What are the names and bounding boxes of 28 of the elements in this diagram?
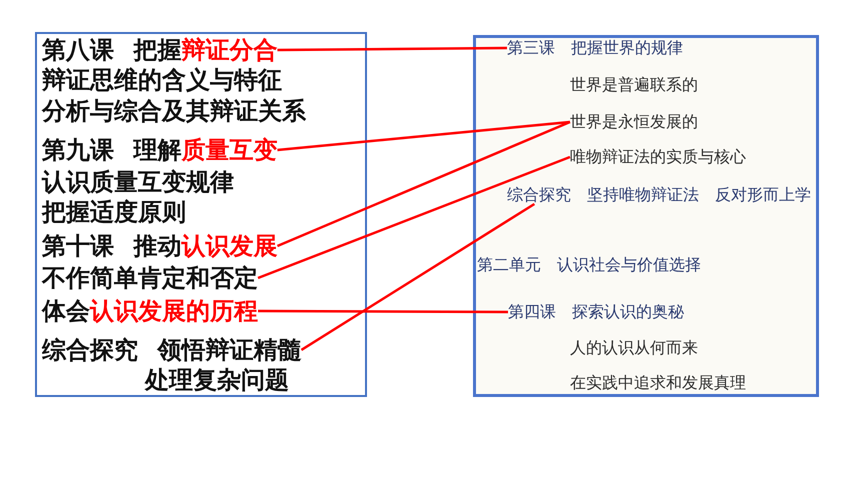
topic-text: 辩证思维的含义与特征 [42, 67, 282, 93]
connector-line [277, 46, 508, 52]
topic-text: 体会认识发展的历程 [42, 298, 258, 324]
lesson-title: 第八课 把握辩证分合 [42, 37, 278, 63]
unit-title: 第二单元 认识社会与价值选择 [477, 256, 702, 274]
textbook-contents-panel [473, 35, 819, 397]
topic-text: 唯物辩证法的实质与核心 [570, 148, 746, 166]
activity-title: 综合探究 领悟辩证精髓 [42, 337, 302, 363]
activity-title: 综合探究 坚持唯物辩证法 反对形而上学 [507, 186, 812, 204]
connector-line [276, 120, 570, 248]
topic-text: 世界是普遍联系的 [570, 76, 698, 94]
connector-line [258, 156, 570, 280]
lesson-title: 第九课 理解质量互变 [42, 137, 278, 163]
lesson-list-panel [35, 32, 367, 397]
topic-text: 把握适度原则 [42, 199, 186, 225]
activity-subtitle: 处理复杂问题 [145, 367, 290, 393]
topic-text: 在实践中追求和发展真理 [570, 374, 746, 392]
lesson-title: 第四课 探索认识的奥秘 [508, 303, 684, 321]
topic-text: 认识质量互变规律 [42, 169, 234, 195]
lesson-title: 第三课 把握世界的规律 [507, 39, 684, 57]
topic-text: 不作简单肯定和否定 [42, 265, 258, 291]
connector-line [300, 202, 536, 351]
connector-line [277, 120, 570, 152]
lesson-title: 第十课 推动认识发展 [42, 233, 278, 259]
topic-text: 分析与综合及其辩证关系 [42, 98, 306, 124]
topic-text: 人的认识从何而来 [570, 339, 698, 357]
connector-line [258, 310, 508, 314]
topic-text: 世界是永恒发展的 [570, 113, 698, 131]
